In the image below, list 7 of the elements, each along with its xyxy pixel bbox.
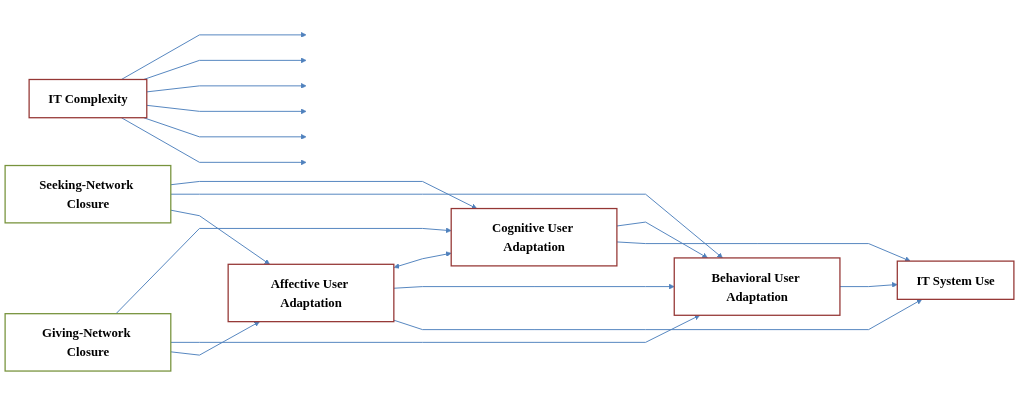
- node-box: Giving-Network Closure: [4, 312, 172, 372]
- node-box: IT Complexity: [28, 78, 148, 119]
- node-box: Affective User Adaptation: [227, 263, 395, 323]
- node-box: Cognitive User Adaptation: [450, 207, 618, 267]
- node-box: Behavioral User Adaptation: [673, 257, 841, 316]
- node-box: IT System Use: [896, 260, 1015, 300]
- node-box: Seeking-Network Closure: [4, 164, 172, 224]
